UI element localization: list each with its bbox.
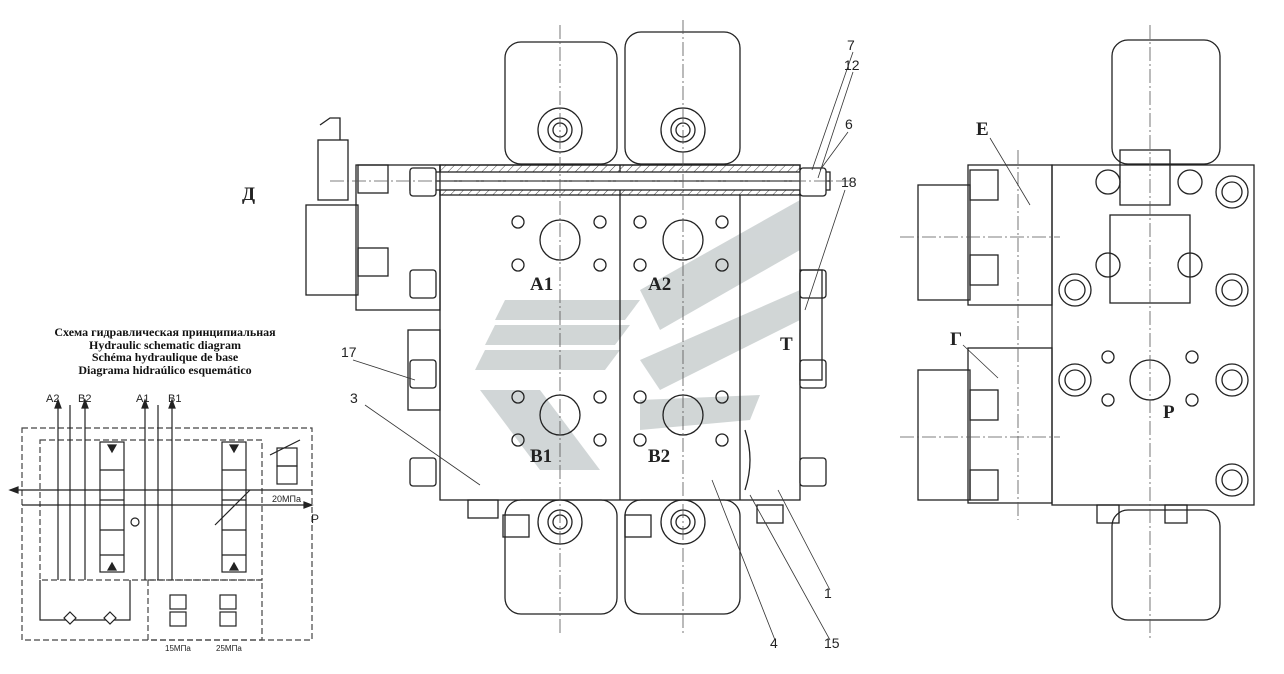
caption-line-es: Diagrama hidraúlico esquemático <box>78 362 252 377</box>
callout-6: 6 <box>845 116 853 132</box>
front-port-a1: A1 <box>530 274 553 295</box>
caption-line-ru: Схема гидравлическая принципиальная <box>54 325 276 339</box>
schematic-port-p: P <box>311 512 319 526</box>
callout-17: 17 <box>341 344 357 360</box>
caption-line-fr: Schéma hydraulique de base <box>91 350 239 364</box>
main-relief-valve <box>276 447 298 467</box>
top-cap-left <box>504 41 618 165</box>
front-view <box>305 31 831 615</box>
pressure-label-15: 15МПа <box>165 644 191 653</box>
pressure-label-25: 25МПа <box>216 644 242 653</box>
spool-valve-2 <box>221 441 247 573</box>
schematic-caption: Схема гидравлическая принципиальная Hydr… <box>20 326 310 376</box>
spool-valve-1 <box>99 441 125 573</box>
top-cap-right <box>624 31 741 165</box>
schematic-port-b2: B2 <box>78 393 91 405</box>
centerlines-side <box>900 25 1151 640</box>
side-port-e: E <box>976 119 989 140</box>
caption-line-en: Hydraulic schematic diagram <box>89 337 241 352</box>
relief-valve-15 <box>169 594 187 610</box>
solenoid-d <box>305 204 359 296</box>
callout-3: 3 <box>350 390 358 406</box>
callout-15: 15 <box>824 635 840 651</box>
front-port-b1: B1 <box>530 446 552 467</box>
relief-valve-25 <box>219 594 237 610</box>
schematic-port-a2: A2 <box>46 393 59 405</box>
schematic-port-a1: A1 <box>136 393 149 405</box>
callout-12: 12 <box>844 57 860 73</box>
watermark-logo <box>475 200 800 470</box>
side-top-cap <box>1111 39 1221 165</box>
callout-4: 4 <box>770 635 778 651</box>
side-port-g: Г <box>950 329 962 350</box>
solenoid-g <box>917 369 971 501</box>
leader-lines <box>352 51 854 641</box>
side-view <box>917 39 1255 621</box>
callout-1: 1 <box>824 585 832 601</box>
pressure-label-20: 20МПа <box>272 494 301 504</box>
front-port-t: T <box>780 334 793 355</box>
side-main-body <box>1051 164 1255 506</box>
centerlines-front <box>330 20 850 635</box>
side-port-p: P <box>1163 402 1175 423</box>
solenoid-e <box>917 184 971 301</box>
front-port-d: Д <box>242 184 255 205</box>
front-port-a2: A2 <box>648 274 671 295</box>
side-bottom-cap <box>1111 509 1221 621</box>
callout-18: 18 <box>841 174 857 190</box>
front-port-b2: B2 <box>648 446 670 467</box>
hydraulic-schematic <box>8 398 314 641</box>
schematic-port-b1: B1 <box>168 393 181 405</box>
schematic-frame <box>21 427 313 641</box>
callout-7: 7 <box>847 37 855 53</box>
